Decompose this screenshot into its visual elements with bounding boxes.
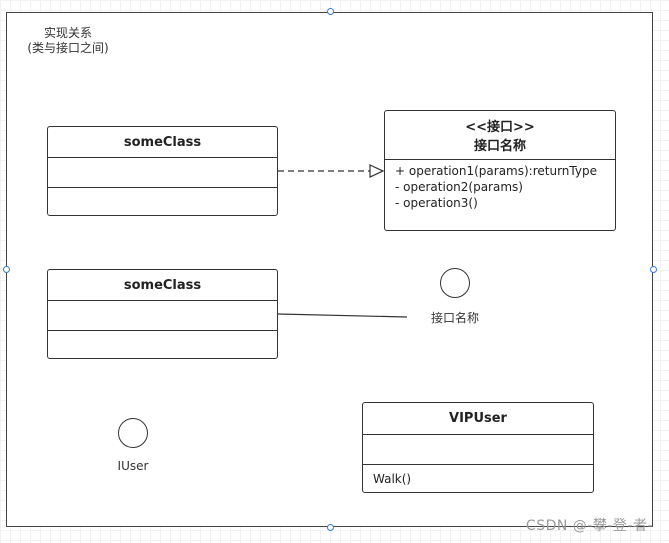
iuser-interface-label: IUser [117,459,149,473]
attributes-section [363,434,593,464]
class-box-someclass-top[interactable]: someClass [47,126,278,216]
resize-handle-left[interactable] [3,266,10,273]
attributes-section [48,300,277,330]
operations-section [48,187,277,215]
operation-item: - operation3() [395,196,478,210]
resize-handle-bottom[interactable] [327,524,334,531]
class-box-someclass-middle[interactable]: someClass [47,269,278,359]
interface-header: <<接口>> 接口名称 [385,111,615,159]
lollipop-connector-line [277,313,408,318]
operations-section [48,330,277,358]
watermark: CSDN @-攀-登-者- [525,518,653,534]
operation-item: + operation1(params):returnType [395,164,597,178]
class-name: VIPUser [449,411,507,426]
frame-label-line1: 实现关系 [43,26,92,40]
operation-item: - operation2(params) [395,180,523,194]
class-name: someClass [123,134,202,150]
frame-label: 实现关系 (类与接口之间) [18,26,118,56]
resize-handle-top[interactable] [327,8,334,15]
class-name-section: someClass [48,127,277,157]
operations-section: Walk() [363,464,593,492]
interface-lollipop-label: 接口名称 [430,311,479,325]
interface-operations: + operation1(params):returnType - operat… [385,159,615,230]
interface-lollipop-circle[interactable] [440,268,470,298]
resize-handle-right[interactable] [650,266,657,273]
class-name-section: someClass [48,270,277,300]
class-name: someClass [123,277,202,293]
interface-stereotype: <<接口>> [465,120,535,135]
interface-name: 接口名称 [473,139,526,154]
iuser-interface-circle[interactable] [118,418,148,448]
realization-arrowhead [369,164,385,178]
attributes-section [48,157,277,187]
class-box-vipuser[interactable]: VIPUser Walk() [362,402,594,493]
interface-box[interactable]: <<接口>> 接口名称 + operation1(params):returnT… [384,110,616,231]
class-name-section: VIPUser [363,403,593,434]
operation-item: Walk() [373,472,412,486]
frame-label-line2: (类与接口之间) [27,41,109,55]
